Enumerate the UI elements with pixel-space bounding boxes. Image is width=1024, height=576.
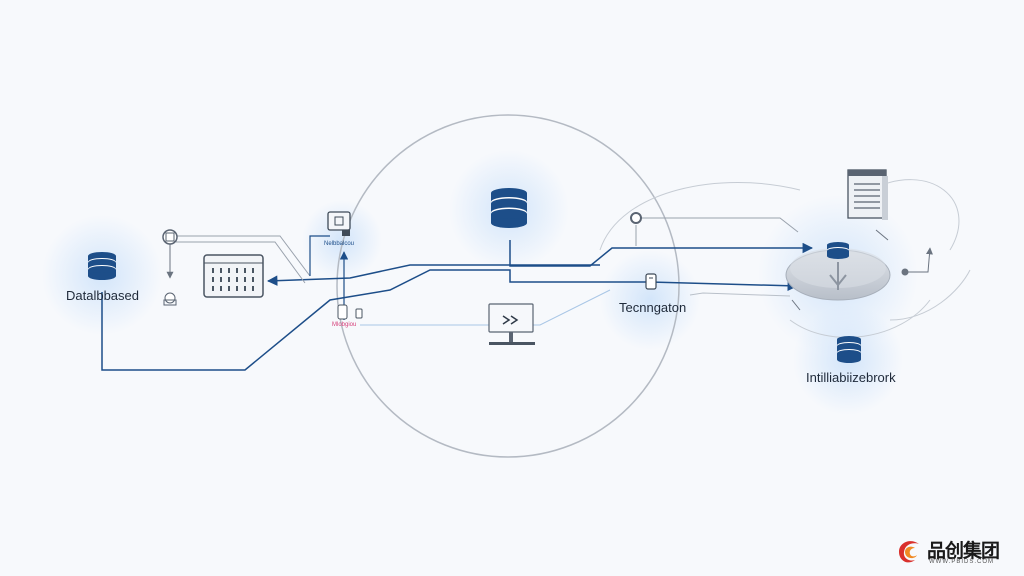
hub-orbit-arcs: [599, 179, 971, 338]
brand-logo: 品创集团 WWW.PBIDS.COM: [893, 534, 1018, 568]
hub-database-icon: [827, 242, 849, 259]
database-icon: [88, 252, 116, 280]
connector-ring-to-hub: [689, 292, 791, 297]
connector-gray-top: [636, 217, 799, 233]
connector-hub-diagonal: [875, 229, 889, 241]
background-glows: [42, 150, 918, 415]
connector-calendar-top2: [176, 241, 306, 284]
connector-db-left-down: [101, 269, 600, 371]
central-ring: [336, 114, 680, 458]
connector-top-db-to-hub: [509, 240, 814, 267]
calendar-grid-icon: [203, 254, 264, 298]
device-icon: [327, 211, 351, 236]
brand-mark-icon: [899, 541, 919, 563]
label-technology: Tecnngaton: [619, 300, 687, 315]
document-icon: [847, 169, 888, 220]
connector-right-arrow: [905, 247, 933, 273]
node-left-top: [162, 229, 178, 245]
connector-device-line: [309, 235, 330, 276]
node-right-top: [630, 212, 642, 224]
brand-url: WWW.PBIDS.COM: [929, 559, 994, 565]
connector-hub-sub: [791, 299, 801, 311]
connector-monitor-line: [360, 289, 611, 326]
node-left-bottom: [164, 292, 176, 304]
phone-icon: [645, 273, 657, 290]
connector-calendar-top: [176, 235, 311, 277]
mobile-icon: [337, 304, 363, 320]
database-icon-right: [837, 336, 861, 363]
junction-nodes: [162, 212, 909, 306]
monitor-icon: [488, 303, 535, 345]
label-database-left: Datalbbased: [66, 288, 139, 303]
label-database-right: Intilliabiizebrork: [806, 370, 896, 385]
brand-name: 品创集团: [927, 541, 1000, 562]
node-right: [901, 268, 909, 276]
connectors: [101, 217, 933, 371]
hub-platform: [785, 242, 891, 301]
label-mobile: Mlobgiou: [332, 322, 357, 328]
connector-to-calendar: [266, 264, 600, 286]
database-icon-top: [491, 188, 527, 228]
label-small-device: Nelbbalcou: [324, 241, 355, 247]
